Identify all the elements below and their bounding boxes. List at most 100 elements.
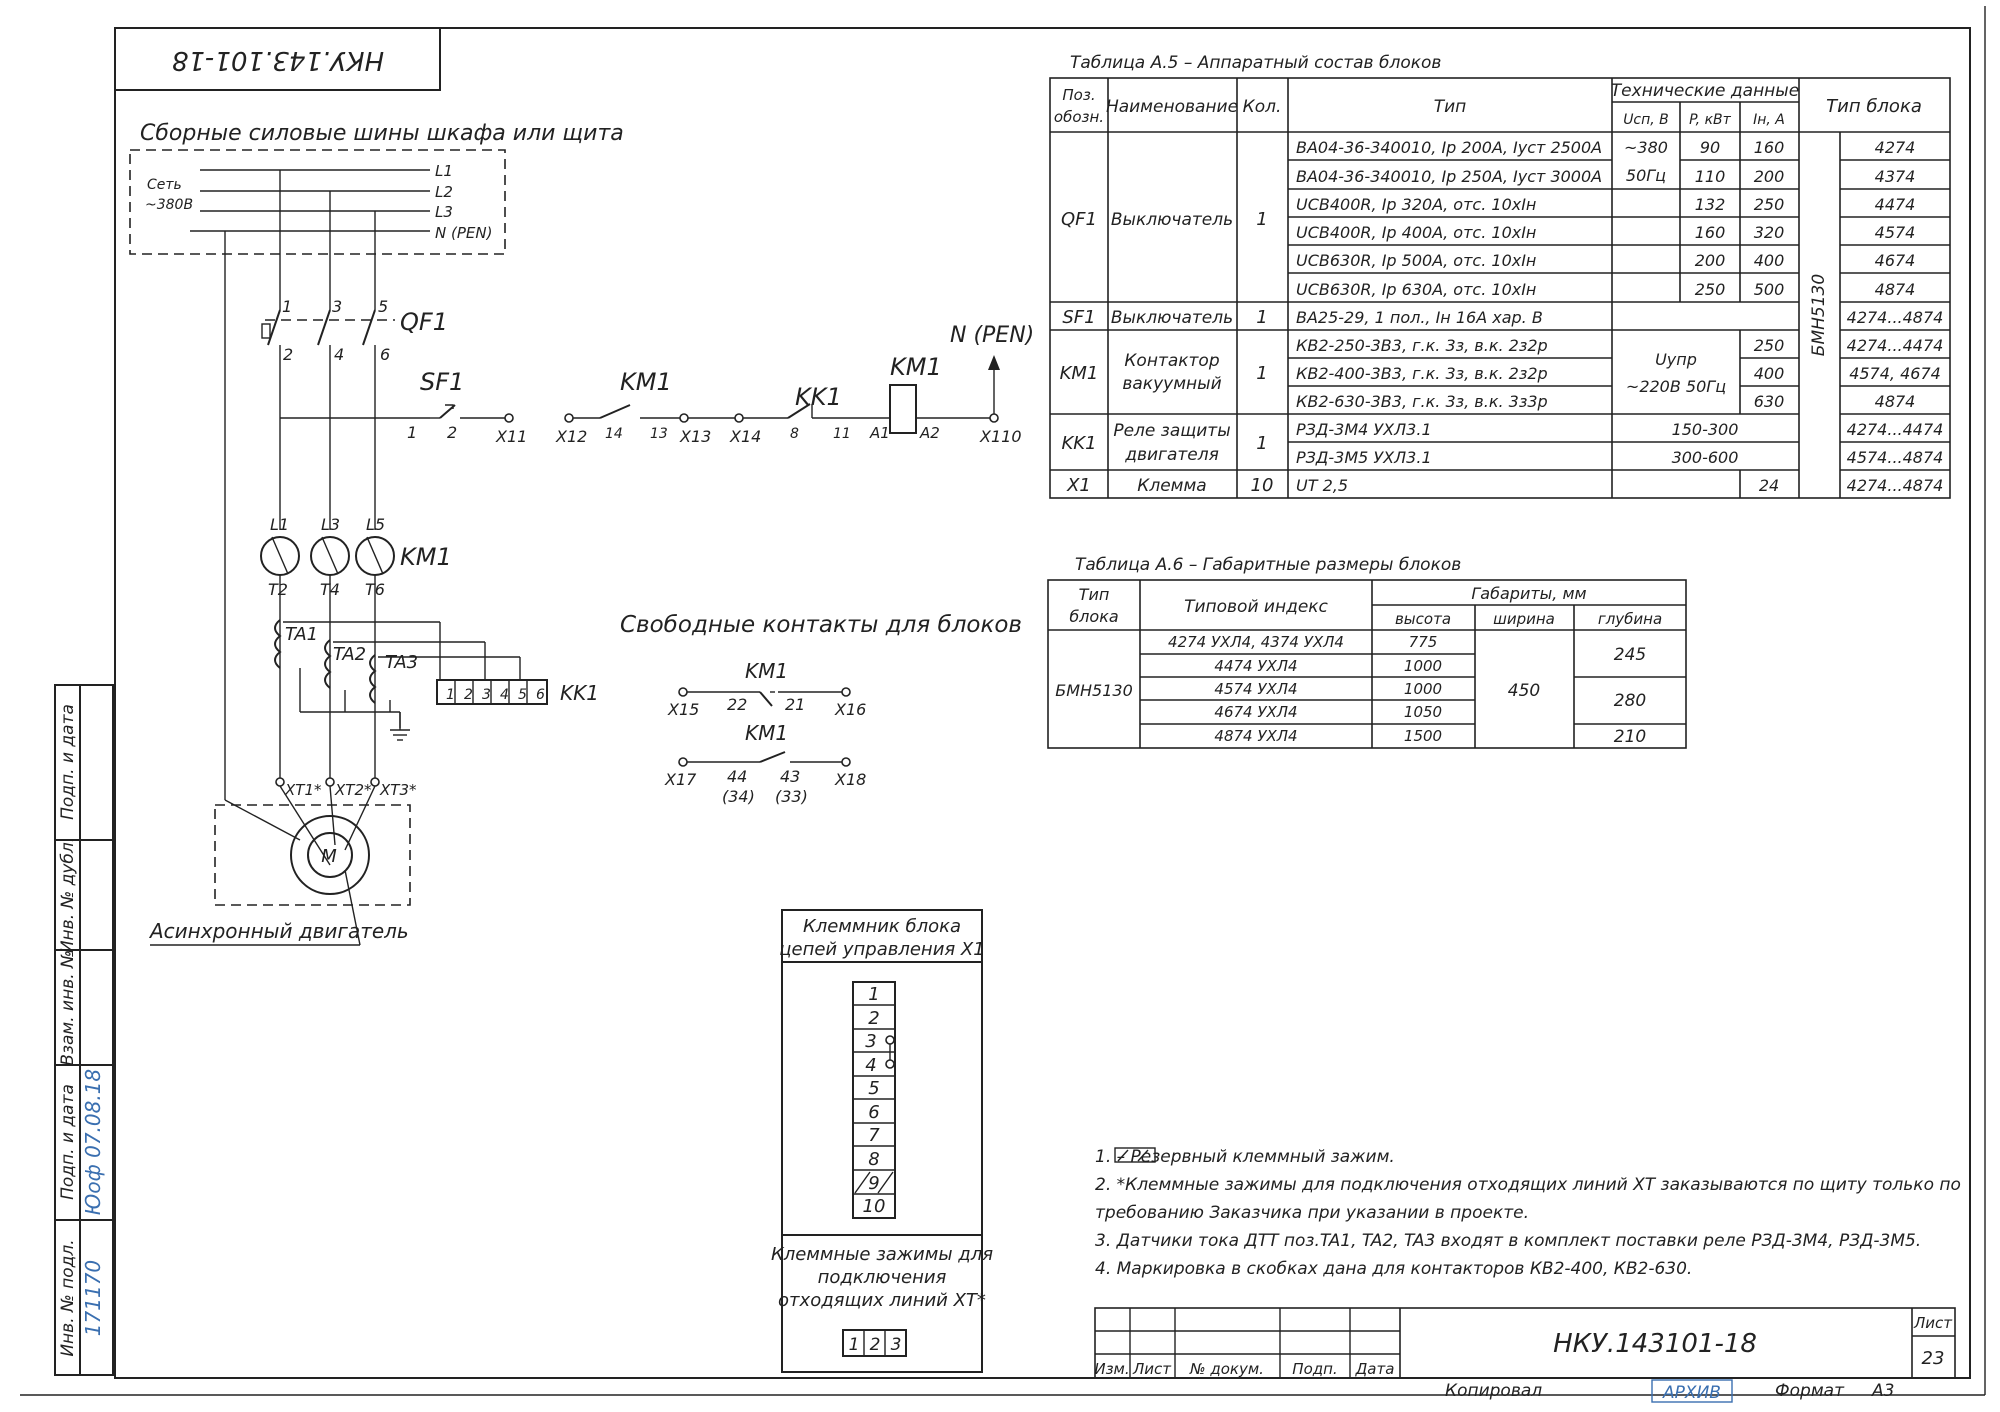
t5-sf1-pos: SF1: [1062, 307, 1095, 328]
x13-label: X13: [679, 427, 711, 446]
note-4: 4. Маркировка в скобках дана для контакт…: [1095, 1259, 1692, 1279]
km1-t4: T4: [320, 580, 340, 599]
ta3-label: TA3: [385, 652, 418, 673]
free-contacts-title: Свободные контакты для блоков: [620, 612, 1022, 638]
side-handwritten-date: Юоф 07.08.18: [81, 1069, 105, 1215]
t5-h-qty: Кол.: [1243, 97, 1282, 117]
t5-qf1-type-5: UCB630R, Iр 500А, отс. 10хIн: [1296, 251, 1536, 270]
t5-qf1-i-3: 250: [1754, 195, 1785, 214]
power-lines: [214, 170, 548, 946]
t5-x1-i: 24: [1759, 476, 1779, 495]
side-inv-podl: Инв. № подл.: [58, 1239, 78, 1356]
t5-qf1-block-6: 4874: [1875, 280, 1916, 299]
table5-title: Таблица А.5 – Аппаратный состав блоков: [1070, 53, 1441, 73]
t5-km1-block-1: 4274...4474: [1847, 336, 1944, 355]
t5-qf1-p-3: 132: [1695, 195, 1726, 214]
t5-qf1-block-2: 4374: [1875, 167, 1916, 186]
title-block: [1094, 1307, 1956, 1379]
t5-qf1-type-1: ВА04-36-340010, Iр 200А, Iуст 2500А: [1296, 138, 1602, 157]
free-x18: X18: [834, 770, 866, 789]
t5-qf1-type-6: UCB630R, Iр 630А, отс. 10хIн: [1296, 280, 1536, 299]
bus-l3: L3: [435, 203, 453, 221]
coil-a2: A2: [919, 424, 940, 442]
x1-t7: 7: [868, 1125, 880, 1146]
km1-t2: T2: [268, 580, 288, 599]
xt-title-1: Клеммные зажимы для: [771, 1244, 993, 1265]
kk1-term-6: 6: [536, 687, 545, 703]
x1-t2: 2: [868, 1008, 879, 1029]
t5-km1-rows: КВ2-250-3В3, г.к. 3з, в.к. 2з2р 250 4274…: [1296, 336, 1943, 411]
net-label-2: ~380В: [145, 197, 193, 213]
t6-index-2: 4474 УХЛ4: [1214, 657, 1297, 675]
t6-index-1: 4274 УХЛ4, 4374 УХЛ4: [1168, 633, 1344, 651]
t6-index-5: 4874 УХЛ4: [1214, 727, 1297, 745]
motor-inner: [307, 832, 353, 878]
t5-x1-block: 4274...4874: [1847, 476, 1944, 495]
bus-l2: L2: [435, 183, 453, 201]
t5-sf1-block: 4274...4874: [1847, 308, 1944, 327]
x1-t3: 3: [865, 1031, 876, 1052]
xt-terminals: [842, 1329, 907, 1357]
kk1-term-3: 3: [482, 687, 491, 703]
note-2b: требованию Заказчика при указании в прое…: [1095, 1203, 1529, 1223]
free-km1-a: KM1: [745, 659, 788, 683]
coil-a1: A1: [869, 424, 890, 442]
km1-coil-label: KM1: [890, 353, 942, 381]
free-c43: 43: [780, 767, 800, 786]
t5-h-tech: Технические данные: [1611, 81, 1799, 101]
kk1-contact-11: 11: [833, 426, 851, 442]
xt-title-2: подключения: [818, 1267, 947, 1288]
side-sign-date-2: Подп. и дата: [58, 1084, 78, 1200]
t5-qf1-type-2: ВА04-36-340010, Iр 250А, Iуст 3000А: [1296, 167, 1602, 186]
t6-h-3: 1000: [1404, 680, 1442, 698]
km1-contact-13: 13: [650, 426, 668, 442]
t5-qf1-i-2: 200: [1754, 167, 1785, 186]
xt3-label: XT3*: [379, 781, 417, 799]
bus-title: Сборные силовые шины шкафа или щита: [140, 121, 624, 146]
t6-h-5: 1500: [1404, 727, 1442, 745]
x1-t4: 4: [865, 1055, 876, 1076]
t5-kk1-type-1: РЗД-3М4 УХЛ3.1: [1296, 420, 1432, 439]
qf1-pin-3: 3: [332, 297, 342, 316]
xt-t1: 1: [849, 1335, 860, 1355]
t5-qf1-p-4: 160: [1695, 223, 1726, 242]
t5-h-pos-2: обозн.: [1054, 108, 1104, 126]
t5-kk1-name-1: Реле защиты: [1113, 421, 1230, 441]
t5-x1-pos: X1: [1066, 475, 1091, 496]
t5-qf1-type-3: UCB400R, Iр 320А, отс. 10хIн: [1296, 195, 1536, 214]
km1-main-label: KM1: [400, 543, 452, 571]
motor-dashed-box: [214, 804, 411, 906]
t5-km1-block-2: 4574, 4674: [1849, 364, 1941, 383]
bus-dashed-box: [129, 149, 506, 255]
sf1-p2: 2: [447, 423, 457, 442]
t6-index-4: 4674 УХЛ4: [1214, 703, 1297, 721]
t6-h-1: 775: [1409, 633, 1438, 651]
free-contacts-lines: [678, 687, 851, 767]
free-km1-b: KM1: [745, 721, 788, 745]
t5-qf1-i-5: 400: [1754, 251, 1785, 270]
t5-kk1-block-1: 4274...4474: [1847, 420, 1944, 439]
x1-t5: 5: [868, 1078, 879, 1099]
t5-qf1-u2: 50Гц: [1626, 166, 1666, 185]
xt-t2: 2: [870, 1335, 881, 1355]
t5-qf1-i-6: 500: [1754, 280, 1785, 299]
km1-l5: L5: [366, 515, 385, 534]
x110-label: X110: [979, 427, 1022, 446]
ta2-label: TA2: [333, 644, 366, 665]
t6-h-width: ширина: [1493, 610, 1555, 628]
x1-t8: 8: [868, 1149, 879, 1170]
t5-km1-type-3: КВ2-630-3В3, г.к. 3з, в.к. 3з3р: [1296, 392, 1548, 411]
free-x15: X15: [667, 700, 699, 719]
t6-depth-2: 280: [1614, 691, 1646, 711]
km1-coil: [889, 384, 917, 434]
t5-kk1-pos: KK1: [1061, 433, 1096, 454]
t5-qf1-i-4: 320: [1754, 223, 1785, 242]
kk1-contact-label: KK1: [795, 383, 842, 411]
t5-km1-u1: Uупр: [1655, 350, 1697, 369]
tb-format-label: Формат: [1775, 1381, 1845, 1401]
tb-sheet-no: 23: [1922, 1348, 1945, 1369]
t5-qf1-block-4: 4574: [1875, 223, 1916, 242]
table6-title: Таблица А.6 – Габаритные размеры блоков: [1075, 555, 1461, 575]
drawing-frame: [114, 27, 1971, 1379]
